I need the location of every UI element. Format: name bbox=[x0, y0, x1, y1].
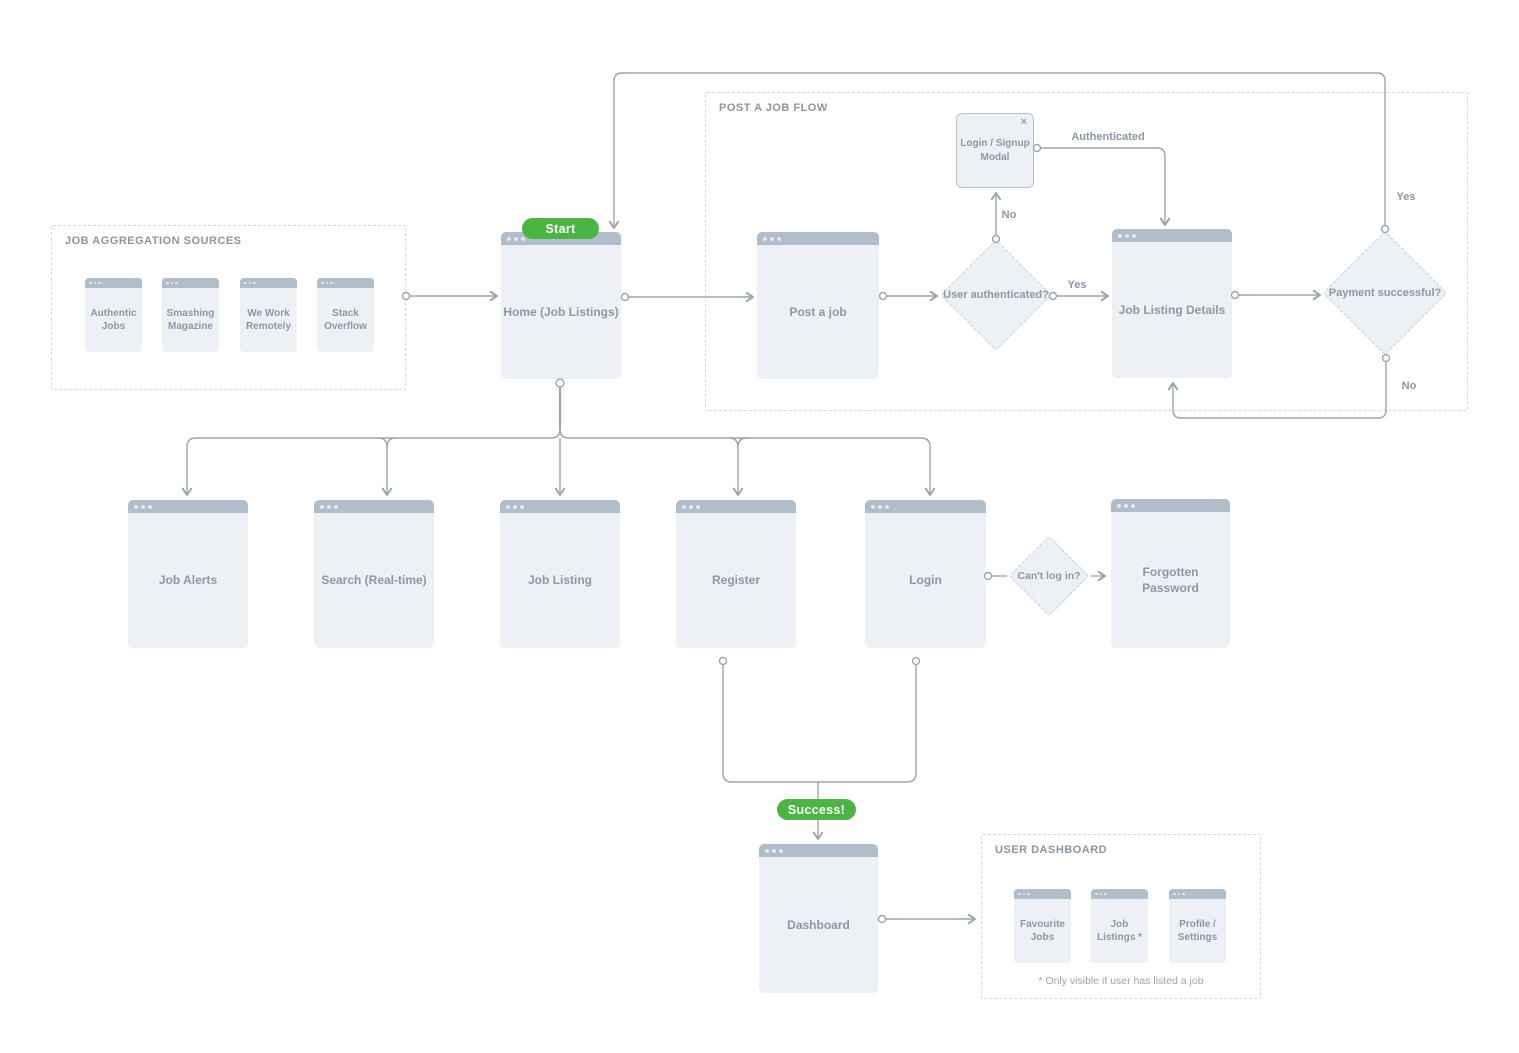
node-login-signup-modal: × Login / Signup Modal bbox=[956, 113, 1034, 188]
node-register: Register bbox=[676, 500, 796, 648]
browser-titlebar bbox=[128, 500, 248, 513]
node-profile-settings: Profile / Settings bbox=[1169, 889, 1226, 963]
edge-label-yes-to-details: Yes bbox=[1067, 279, 1087, 291]
node-dashboard: Dashboard bbox=[759, 844, 878, 993]
decision-user-authenticated: User authenticated? bbox=[940, 239, 1052, 351]
traffic-dots-icon bbox=[1018, 892, 1021, 896]
node-title: Authentic Jobs bbox=[90, 308, 137, 332]
node-title: Post a job bbox=[789, 304, 847, 319]
node-we-work-remotely: We Work Remotely bbox=[240, 278, 297, 352]
browser-titlebar bbox=[240, 278, 297, 288]
group-title: USER DASHBOARD bbox=[995, 844, 1108, 856]
node-smashing-magazine: Smashing Magazine bbox=[162, 278, 219, 352]
traffic-dots-icon bbox=[244, 281, 247, 285]
success-badge: Success! bbox=[777, 799, 856, 820]
node-title: Profile / Settings bbox=[1177, 919, 1218, 943]
browser-titlebar bbox=[317, 278, 374, 288]
group-title: JOB AGGREGATION SOURCES bbox=[65, 235, 242, 247]
traffic-dots-icon bbox=[506, 504, 510, 509]
node-title: Register bbox=[711, 573, 761, 588]
node-title: Stack Overflow bbox=[324, 308, 367, 332]
node-post-a-job: Post a job bbox=[757, 232, 879, 379]
group-user-dashboard: USER DASHBOARD Favourite Jobs Job Listin… bbox=[981, 834, 1261, 999]
decision-cant-log-in: Can't log in? bbox=[1008, 535, 1090, 617]
traffic-dots-icon bbox=[1118, 233, 1122, 238]
traffic-dots-icon bbox=[320, 504, 324, 509]
traffic-dots-icon bbox=[871, 504, 875, 509]
node-title: Dashboard bbox=[787, 917, 850, 932]
traffic-dots-icon bbox=[765, 848, 769, 853]
node-job-listing-details: Job Listing Details bbox=[1112, 229, 1232, 378]
traffic-dots-icon bbox=[682, 504, 686, 509]
node-stack-overflow: Stack Overflow bbox=[317, 278, 374, 352]
node-title: We Work Remotely bbox=[245, 308, 291, 332]
node-authentic-jobs: Authentic Jobs bbox=[85, 278, 142, 352]
browser-titlebar bbox=[1014, 889, 1071, 899]
traffic-dots-icon bbox=[89, 281, 92, 285]
decision-label: User authenticated? bbox=[943, 289, 1049, 301]
node-title: Job Listing Details bbox=[1118, 302, 1226, 317]
browser-titlebar bbox=[500, 500, 620, 513]
node-title: Home (Job Listings) bbox=[503, 304, 619, 319]
node-title: Job Listing bbox=[528, 573, 592, 588]
traffic-dots-icon bbox=[166, 281, 169, 285]
browser-titlebar bbox=[1112, 229, 1232, 242]
node-search: Search (Real-time) bbox=[314, 500, 434, 648]
traffic-dots-icon bbox=[1095, 892, 1098, 896]
group-job-aggregation-sources: JOB AGGREGATION SOURCES Authentic Jobs S… bbox=[51, 225, 406, 390]
start-badge: Start bbox=[522, 218, 599, 239]
node-title: Job Alerts bbox=[158, 573, 218, 588]
footnote: * Only visible if user has listed a job bbox=[1038, 975, 1204, 987]
node-job-alerts: Job Alerts bbox=[128, 500, 248, 648]
decision-payment-successful: Payment successful? bbox=[1322, 230, 1448, 356]
traffic-dots-icon bbox=[763, 236, 767, 241]
edge-label-no-to-modal: No bbox=[1001, 209, 1017, 221]
traffic-dots-icon bbox=[321, 281, 324, 285]
browser-titlebar bbox=[162, 278, 219, 288]
traffic-dots-icon bbox=[1117, 503, 1121, 508]
edge-label-authenticated: Authenticated bbox=[1071, 131, 1145, 143]
node-forgotten-password: Forgotten Password bbox=[1111, 499, 1230, 648]
node-login: Login bbox=[865, 500, 986, 648]
node-title: Job Listings * bbox=[1096, 919, 1142, 943]
node-job-listing: Job Listing bbox=[500, 500, 620, 648]
browser-titlebar bbox=[759, 844, 878, 857]
traffic-dots-icon bbox=[1173, 892, 1176, 896]
node-title: Search (Real-time) bbox=[321, 573, 427, 588]
group-title: POST A JOB FLOW bbox=[719, 102, 828, 114]
browser-titlebar bbox=[85, 278, 142, 288]
browser-titlebar bbox=[1091, 889, 1148, 899]
browser-titlebar bbox=[865, 500, 986, 513]
decision-label: Payment successful? bbox=[1328, 287, 1442, 299]
traffic-dots-icon bbox=[507, 236, 511, 241]
edge-label-no-payment: No bbox=[1401, 380, 1417, 392]
node-job-listings: Job Listings * bbox=[1091, 889, 1148, 963]
browser-titlebar bbox=[676, 500, 796, 513]
browser-titlebar bbox=[757, 232, 879, 245]
traffic-dots-icon bbox=[134, 504, 138, 509]
node-title: Login / Signup Modal bbox=[960, 137, 1030, 163]
browser-titlebar bbox=[1169, 889, 1226, 899]
node-favourite-jobs: Favourite Jobs bbox=[1014, 889, 1071, 963]
node-title: Smashing Magazine bbox=[166, 308, 215, 332]
node-title: Forgotten Password bbox=[1142, 564, 1199, 595]
browser-titlebar bbox=[314, 500, 434, 513]
node-home: Home (Job Listings) bbox=[501, 232, 621, 379]
browser-titlebar bbox=[1111, 499, 1230, 512]
node-title: Favourite Jobs bbox=[1019, 919, 1065, 943]
node-title: Login bbox=[909, 573, 942, 588]
decision-label: Can't log in? bbox=[1017, 570, 1081, 582]
edge-label-yes-payment: Yes bbox=[1396, 191, 1416, 203]
